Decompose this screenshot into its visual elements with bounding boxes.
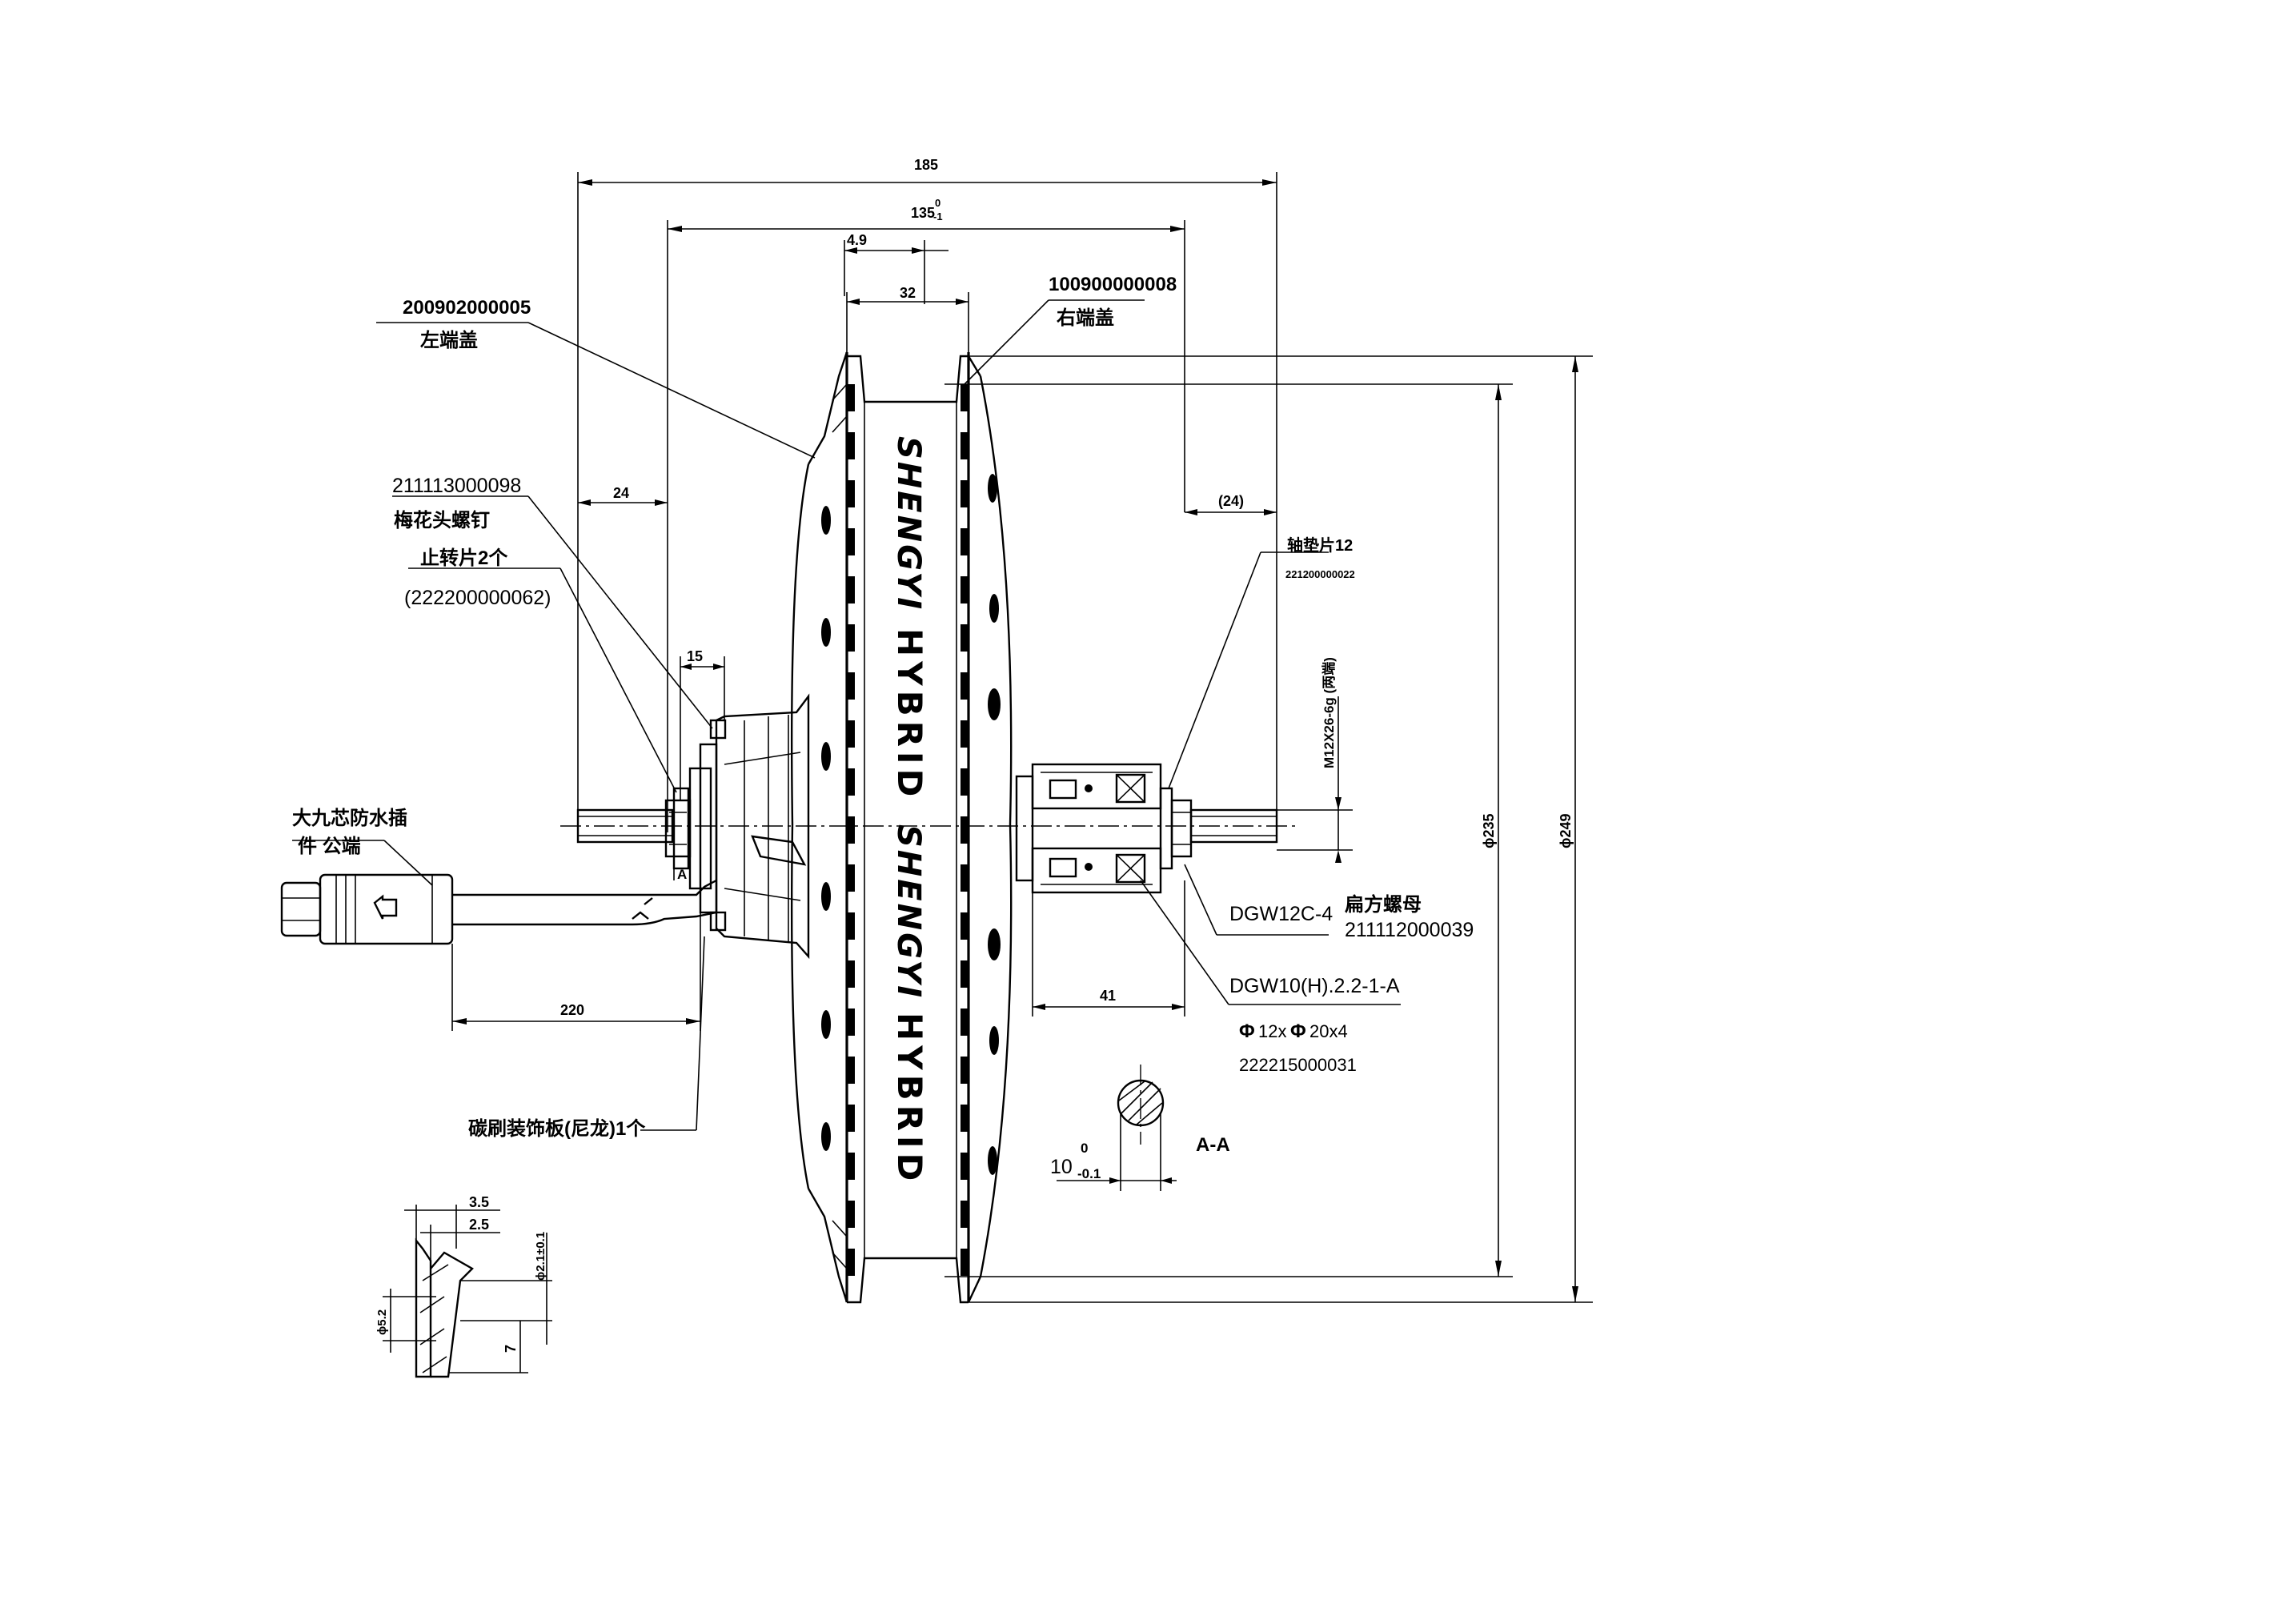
right-cover-code: 100900000008 (1049, 274, 1177, 295)
cable-connector: 220 (280, 873, 717, 1031)
dim-hub-width: 135 (911, 205, 935, 221)
dim-thread: M12X26-6g (两端) (1321, 657, 1337, 768)
leaders (292, 299, 1401, 1131)
dim-cable-length: 220 (560, 1002, 584, 1018)
detail-dia: ϕ5.2 (375, 1309, 389, 1335)
nut-name: 扁方螺母 (1345, 893, 1422, 916)
dim-overall-width: 185 (914, 157, 938, 173)
connector-line1: 大九芯防水插 (292, 807, 407, 829)
connector-line2: 件 公端 (298, 836, 361, 857)
section-tol-lower: -0.1 (1077, 1166, 1101, 1181)
dim-hub-tol-lower: -1 (933, 211, 943, 223)
dim-right-axle: (24) (1218, 493, 1244, 509)
top-dimensions: 185 135 0 -1 4.9 32 (577, 157, 1277, 840)
detail-3-5: 3.5 (469, 1194, 489, 1210)
labels: 200902000005 左端盖 100900000008 右端盖 211113… (292, 274, 1474, 1140)
brand-logo-bottom: SHENGYI (890, 824, 927, 1000)
detail-7: 7 (503, 1345, 519, 1353)
section-marker: A (673, 864, 687, 882)
left-axle: 24 15 (560, 485, 1297, 844)
cover-vents (821, 474, 1001, 1175)
spec-code: 222215000031 (1239, 1055, 1357, 1075)
detail-side: ϕ2.1±0.1 (534, 1232, 547, 1281)
nut-code: 211112000039 (1345, 919, 1474, 941)
section-label: A-A (1196, 1134, 1230, 1156)
left-cover-name: 左端盖 (420, 329, 478, 351)
dim-dia-inner: ϕ235 (1481, 813, 1497, 848)
bearing-model: DGW10(H).2.2-1-A (1229, 975, 1400, 997)
section-tol-upper: 0 (1081, 1141, 1088, 1156)
left-cover-code: 200902000005 (403, 297, 531, 319)
spec-12: 12x (1258, 1021, 1286, 1041)
hub-body: SHENGYI HYBRID SHENGYI HYBRID (790, 351, 1013, 1304)
right-axle-assembly: (24) 41 M12X26-6g (两端) (1015, 493, 1353, 1017)
diameter-dimensions: ϕ249 ϕ235 (944, 355, 1593, 1303)
dim-offset: 4.9 (847, 232, 867, 248)
dim-flange: 15 (687, 648, 703, 664)
nut-model: DGW12C-4 (1229, 903, 1333, 925)
washer-name: 轴垫片12 (1287, 535, 1353, 555)
brand-model-bottom: HYBRID (890, 1012, 929, 1185)
brand-logo-top: SHENGYI (890, 436, 927, 612)
section-base: 10 (1050, 1156, 1073, 1178)
spec-20: 20x4 (1309, 1021, 1348, 1041)
dim-rim-width: 32 (900, 285, 916, 301)
screw-code: 211113000098 (392, 475, 521, 497)
washer-code: 221200000022 (1285, 568, 1355, 580)
spec-phi-1: Φ (1239, 1021, 1255, 1042)
dim-right-axle-body: 41 (1100, 988, 1116, 1004)
detail-2-5: 2.5 (469, 1217, 489, 1233)
right-cover-name: 右端盖 (1057, 307, 1114, 329)
section-marker-label: A (677, 867, 687, 882)
bearing-spec: Φ 12x Φ 20x4 (1239, 1021, 1348, 1042)
brand-model-top: HYBRID (890, 628, 929, 801)
plate-name: 碳刷装饰板(尼龙)1个 (468, 1118, 646, 1140)
detail-view: 3.5 2.5 ϕ2.1±0.1 7 ϕ5.2 (375, 1194, 552, 1378)
dim-left-axle: 24 (613, 485, 629, 501)
spec-phi-2: Φ (1290, 1021, 1306, 1042)
dim-dia-outer: ϕ249 (1558, 813, 1574, 848)
left-flange (709, 693, 810, 960)
stop-name: 止转片2个 (420, 547, 508, 569)
screw-name: 梅花头螺钉 (394, 510, 490, 531)
left-nut (664, 743, 718, 914)
section-view: 10 0 -0.1 A-A (1050, 1065, 1230, 1191)
stop-code: (222200000062) (404, 587, 551, 609)
rim-ribs-left (847, 384, 855, 1276)
rim-ribs-right (961, 384, 969, 1276)
dim-hub-tol-upper: 0 (935, 197, 940, 209)
